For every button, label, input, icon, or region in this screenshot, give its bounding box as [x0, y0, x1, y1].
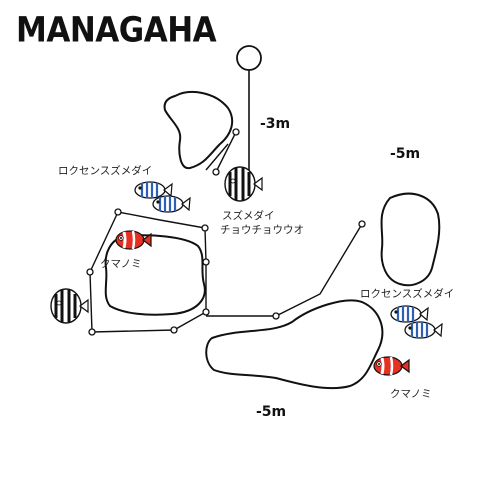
clownfish-icon — [372, 355, 411, 377]
route-waypoints — [86, 128, 366, 336]
buoy-icon — [236, 45, 262, 172]
sergeant-major-icon — [403, 320, 444, 340]
east-reef — [380, 192, 441, 287]
north-reef — [163, 91, 234, 170]
butterflyfish-icon — [49, 287, 90, 325]
label-damselfish-butterfly-2: チョウチョウウオ — [220, 224, 304, 236]
sergeant-major-icon — [151, 194, 192, 214]
map-title: MANAGAHA — [16, 10, 217, 51]
depth-north: -3m — [260, 116, 291, 132]
label-anemonefish-west: クマノミ — [100, 258, 142, 270]
label-damselfish-north: ロクセンスズメダイ — [58, 165, 153, 177]
butterflyfish-icon — [223, 165, 264, 203]
south-reef — [205, 299, 384, 390]
depth-east: -5m — [390, 146, 421, 162]
depth-south: -5m — [256, 404, 287, 420]
label-damselfish-east: ロクセンスズメダイ — [360, 288, 455, 300]
sergeant-major-icon — [389, 304, 430, 324]
label-damselfish-butterfly-1: スズメダイ — [222, 210, 275, 222]
label-anemonefish-east: クマノミ — [390, 388, 432, 400]
west-reef — [104, 234, 206, 316]
